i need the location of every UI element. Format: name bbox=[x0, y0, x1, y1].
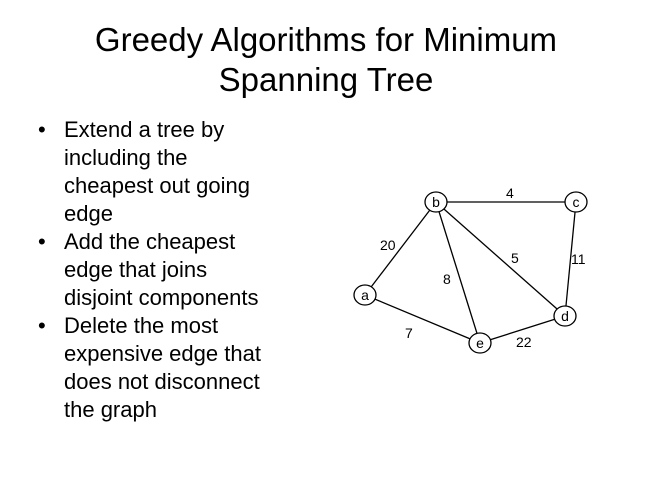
bullet-3-line-4: the graph bbox=[64, 397, 157, 422]
edge-b-e bbox=[435, 201, 481, 344]
bullet-3-line-2: expensive edge that bbox=[64, 341, 261, 366]
bullet-icon: • bbox=[38, 229, 46, 254]
node-label-e: e bbox=[476, 335, 484, 351]
bullet-2-line-2: edge that joins bbox=[64, 257, 208, 282]
bullet-1-line-2: including the bbox=[64, 145, 188, 170]
edge-weight-labels: 4 20 5 8 11 7 22 bbox=[380, 185, 586, 350]
node-a: a bbox=[353, 284, 377, 306]
bullet-2-line-1: Add the cheapest bbox=[64, 229, 236, 254]
title-line-2: Spanning Tree bbox=[218, 61, 434, 98]
bullet-item-add-cheapest: • Add the cheapest edge that joins disjo… bbox=[36, 228, 316, 312]
edge-e-d bbox=[479, 315, 566, 344]
node-label-a: a bbox=[361, 287, 369, 303]
graph-nodes: a b c d e bbox=[353, 191, 588, 354]
edge-weight-b-d: 5 bbox=[511, 250, 519, 266]
bullet-1-line-3: cheapest out going bbox=[64, 173, 250, 198]
bullet-3-line-1: Delete the most bbox=[64, 313, 219, 338]
edge-b-d bbox=[435, 201, 566, 317]
edge-weight-c-d: 11 bbox=[571, 251, 586, 267]
edge-c-d bbox=[564, 201, 577, 317]
edge-a-e bbox=[364, 294, 481, 344]
bullet-item-extend-tree: • Extend a tree by including the cheapes… bbox=[36, 116, 316, 228]
title-line-1: Greedy Algorithms for Minimum bbox=[94, 21, 558, 58]
bullet-item-delete-expensive: • Delete the most expensive edge that do… bbox=[36, 312, 316, 424]
node-e: e bbox=[468, 332, 492, 354]
node-b: b bbox=[424, 191, 448, 213]
edge-weight-b-e: 8 bbox=[443, 271, 451, 287]
edge-a-b bbox=[364, 201, 437, 296]
node-label-b: b bbox=[432, 194, 440, 210]
node-label-d: d bbox=[561, 308, 569, 324]
node-c: c bbox=[564, 191, 588, 213]
edge-weight-e-d: 22 bbox=[516, 334, 532, 350]
bullet-3-line-3: does not disconnect bbox=[64, 369, 260, 394]
edge-weight-a-b: 20 bbox=[380, 237, 396, 253]
node-label-c: c bbox=[573, 194, 580, 210]
bullet-2-line-3: disjoint components bbox=[64, 285, 259, 310]
edge-weight-a-e: 7 bbox=[405, 325, 413, 341]
graph-edges bbox=[364, 201, 577, 344]
slide-title: Greedy Algorithms for Minimum Spanning T… bbox=[40, 20, 612, 100]
node-d: d bbox=[553, 305, 577, 327]
bullet-1-line-4: edge bbox=[64, 201, 113, 226]
bullet-1-line-1: Extend a tree by bbox=[64, 117, 225, 142]
edge-weight-b-c: 4 bbox=[506, 185, 514, 201]
bullet-list: • Extend a tree by including the cheapes… bbox=[36, 116, 316, 424]
bullet-icon: • bbox=[38, 313, 46, 338]
bullet-icon: • bbox=[38, 117, 46, 142]
